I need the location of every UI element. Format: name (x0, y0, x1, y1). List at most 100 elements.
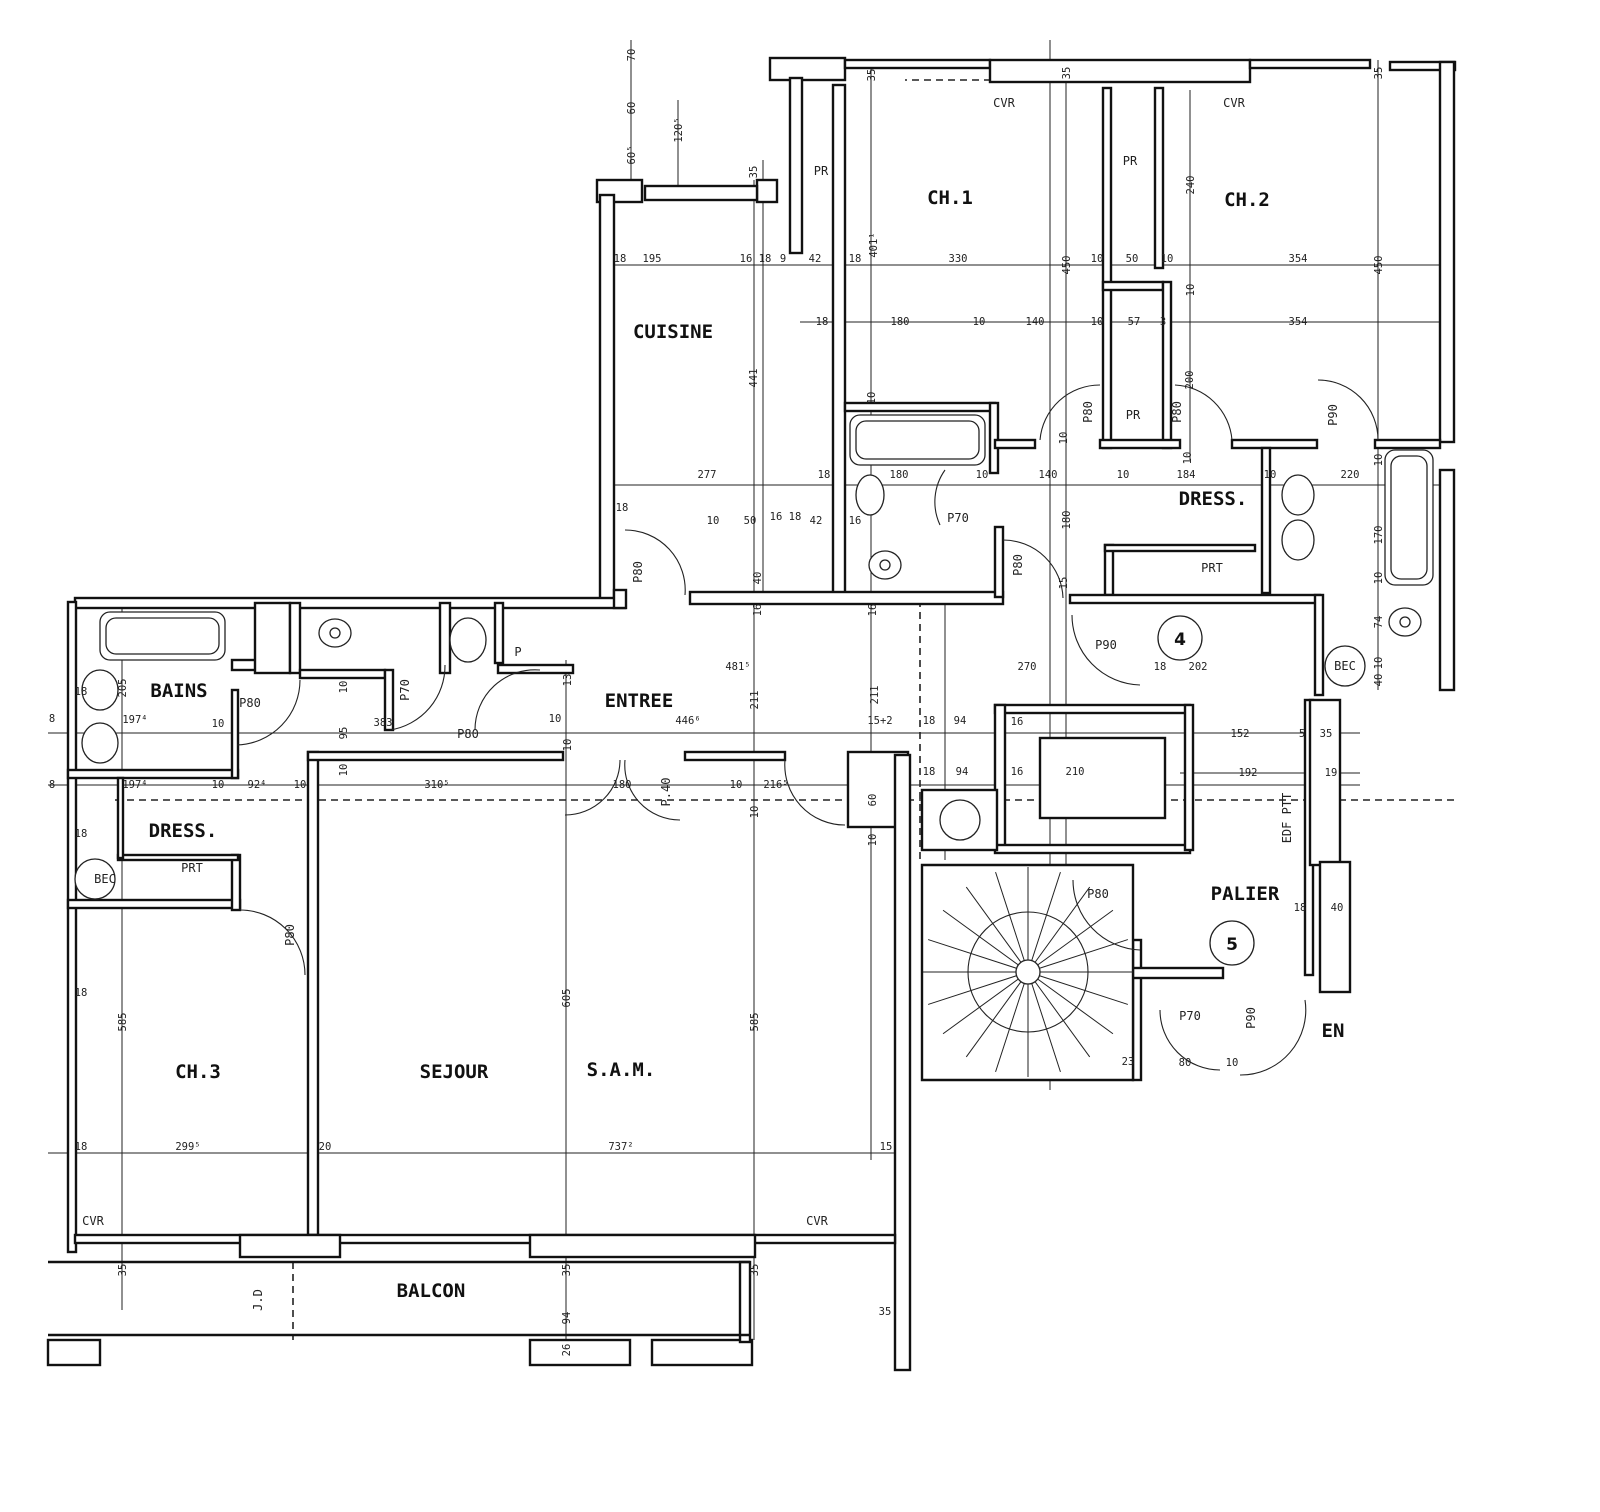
dimension-value: 10 (730, 779, 743, 791)
bathtub-inner (1390, 455, 1428, 580)
dimension-value: 10 (338, 681, 350, 694)
stair-step (942, 909, 1029, 973)
dimension-value: 211 (869, 686, 881, 705)
dimension-value: 737² (608, 1141, 633, 1153)
dimension-value: 330 (949, 253, 968, 265)
stair-step (1027, 871, 1061, 973)
dimension-value: 57 (1128, 316, 1141, 328)
dimension-value: 8 (49, 779, 55, 791)
sink-icon (1281, 519, 1315, 561)
annotation-label: J.D (251, 1289, 265, 1311)
dimension-value: 95 (338, 727, 350, 740)
wall (993, 438, 1037, 450)
wall (1103, 543, 1115, 597)
wall (1260, 446, 1272, 595)
door-swing (1159, 1009, 1221, 1071)
room-label: BAINS (150, 680, 207, 702)
dimension-value: 10 (1373, 454, 1385, 467)
wall (298, 668, 387, 680)
wall (993, 843, 1192, 855)
dimension-value: 197⁴ (122, 714, 147, 726)
dimension-value: 10 (1161, 253, 1174, 265)
toilet-bowl (879, 559, 891, 571)
dimension-value: 152 (1231, 728, 1250, 740)
wall (612, 588, 628, 610)
wall (1318, 860, 1352, 994)
dimension-value: 184 (1177, 469, 1196, 481)
landing-marker-circle (1157, 615, 1203, 661)
dimension-value: 270 (1018, 661, 1037, 673)
stair-step (995, 871, 1029, 973)
dimension-value: 299⁵ (175, 1141, 200, 1153)
wall (755, 178, 779, 204)
dimension-value: 15 (1058, 577, 1070, 590)
wall (66, 600, 78, 1254)
annotation-label: P (514, 645, 521, 659)
dimension-value: 16 (1011, 766, 1024, 778)
annotation-label: PR (1126, 408, 1141, 422)
stair-step (1027, 909, 1114, 973)
landing-marker-number: 5 (1226, 935, 1238, 955)
annotation-label: PR (1123, 154, 1138, 168)
annotation-label: BEC (94, 872, 116, 886)
dimension-value: 18 (816, 316, 829, 328)
dimension-value: 18 (818, 469, 831, 481)
dimension-value: 140 (1026, 316, 1045, 328)
dimension-value: 94 (561, 1312, 573, 1325)
door-swing (624, 529, 686, 596)
dimension-value: 18 (75, 828, 88, 840)
dimension-value: 310⁵ (424, 779, 449, 791)
wall (683, 750, 787, 762)
dimension-value: 401¹ (868, 232, 880, 257)
dimension-value: 19 (1325, 767, 1338, 779)
dimension-value: 35 (1320, 728, 1333, 740)
dimension-value: 10 (1264, 469, 1277, 481)
toilet-bowl (329, 627, 341, 639)
dimension-value: 18 (1154, 661, 1167, 673)
wall (306, 750, 320, 1237)
room-label: CUISINE (633, 321, 713, 343)
wall (688, 590, 1005, 606)
dimension-value: 10 (1117, 469, 1130, 481)
wall (73, 1233, 897, 1245)
stair-newel (1015, 959, 1041, 985)
wall (1438, 60, 1456, 444)
dimension-value: 18 (75, 987, 88, 999)
room-label: S.A.M. (587, 1059, 656, 1081)
sink-icon (81, 722, 119, 764)
dimension-value: 446⁶ (675, 715, 700, 727)
dimension-value: 40 (1373, 674, 1385, 687)
dimension-value: 26 (561, 1344, 573, 1357)
wall (993, 703, 1192, 715)
wall (1313, 593, 1325, 697)
wall (650, 1338, 754, 1367)
wall (1101, 280, 1165, 292)
dimension-value: 10 (1185, 284, 1197, 297)
stair-step (1027, 971, 1129, 1005)
walls (46, 56, 1457, 1372)
door-swing (784, 759, 846, 826)
dimension-value: 10 (707, 515, 720, 527)
annotation-label: BEC (1334, 659, 1356, 673)
annotation-label: PR (814, 164, 829, 178)
wall (598, 193, 616, 602)
dimension-value: 240 (1185, 176, 1197, 195)
wall (1153, 86, 1165, 270)
door-label: P80 (239, 696, 261, 710)
wall (768, 56, 847, 82)
dimension-value: 60 (867, 794, 879, 807)
wall (230, 853, 242, 912)
dimension-value: 195 (643, 253, 662, 265)
dimension-value: 10 (1373, 572, 1385, 585)
door-swing (1071, 614, 1141, 686)
dimension-value: 10 (1091, 316, 1104, 328)
dimension-value: 10 (549, 713, 562, 725)
wall (1373, 438, 1442, 450)
stair-step (927, 971, 1029, 1005)
wall (1183, 703, 1195, 852)
wall (1131, 966, 1225, 980)
dimension-value: 10 (866, 392, 878, 405)
dimension-value: 205 (117, 679, 129, 698)
wall (1103, 543, 1257, 553)
